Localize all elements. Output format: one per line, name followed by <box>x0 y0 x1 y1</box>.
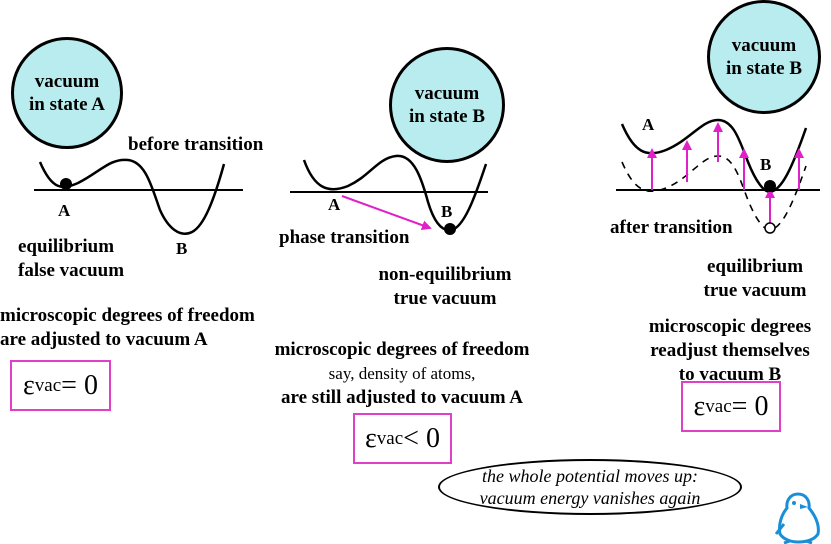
vacuum-b-circle: vacuum in state B <box>389 47 505 163</box>
before-transition-caption: before transition <box>128 134 264 155</box>
potential-graph-3: A B <box>616 115 820 234</box>
circle-line1: vacuum <box>414 83 480 104</box>
potential-graph-2: A B <box>290 154 488 235</box>
summary-ellipse: the whole potential moves up: vacuum ene… <box>438 459 742 515</box>
label-a: A <box>328 195 341 214</box>
after-transition-caption: after transition <box>610 217 733 238</box>
vacuum-b-circle: vacuum in state B <box>707 0 821 114</box>
circle-line2: in state A <box>29 94 105 115</box>
label-b: B <box>760 155 771 174</box>
label-b: B <box>176 239 187 258</box>
label-a: A <box>58 201 71 220</box>
potential-graph-1: A B <box>34 158 243 258</box>
note-line2: vacuum energy vanishes again <box>479 488 701 508</box>
vacuum-a-circle: vacuum in state A <box>11 37 123 149</box>
ball-at-b <box>444 223 456 235</box>
potential-curve <box>302 154 488 232</box>
label-b: B <box>441 202 452 221</box>
circle-line2: in state B <box>409 106 485 127</box>
penguin-logo-icon <box>774 492 820 544</box>
circle-line1: vacuum <box>731 35 797 56</box>
circle-line1: vacuum <box>34 71 100 92</box>
label-a: A <box>642 115 655 134</box>
ball-at-b <box>764 180 776 192</box>
phase-transition-label: phase transition <box>279 227 410 248</box>
potential-curve <box>38 158 226 235</box>
ball-at-a <box>60 178 72 190</box>
micro-text: microscopic degrees of freedom say, dens… <box>274 339 530 408</box>
old-ball-position <box>764 222 776 234</box>
transition-arrow <box>341 195 432 230</box>
circle-line2: in state B <box>726 58 802 79</box>
note-line1: the whole potential moves up: <box>482 466 698 486</box>
